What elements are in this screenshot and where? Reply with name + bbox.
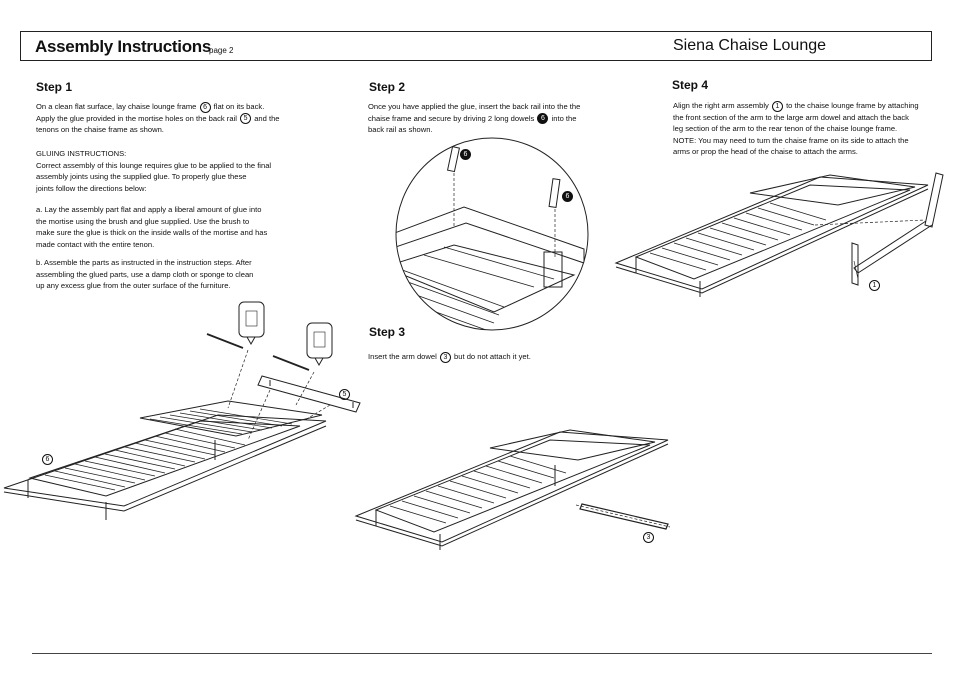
gluing-title: GLUING INSTRUCTIONS: [36, 149, 127, 158]
footer-divider [32, 653, 932, 654]
long-dowel [446, 146, 461, 173]
part-number-badge: 1 [869, 280, 880, 291]
step2-line: chaise frame and secure by driving 2 lon… [368, 113, 535, 123]
step4-line: NOTE: You may need to turn the chaise fr… [673, 135, 909, 145]
gluing-line: assembly joints using the supplied glue.… [36, 172, 247, 181]
header-bar: Assembly Instructions page 2 Siena Chais… [20, 31, 932, 61]
page-number: page 2 [209, 46, 234, 55]
gluing-line: make sure the glue is thick on the insid… [36, 228, 268, 237]
step4-line: the front section of the arm to the larg… [673, 112, 909, 122]
arm-assembly [924, 172, 944, 228]
step3-heading: Step 3 [369, 325, 406, 339]
step3-illustration [354, 429, 671, 550]
glue-brush-icon [206, 333, 244, 349]
part-number-badge: 3 [643, 532, 654, 543]
gluing-step-b: b. Assemble the parts as instructed in t… [36, 257, 326, 292]
gluing-line: made contact with the entire tenon. [36, 239, 155, 249]
step2-illustration [395, 137, 589, 331]
step4-text: Align the right arm assembly 1 to the ch… [673, 100, 943, 158]
part-number-badge: 6 [537, 113, 549, 124]
step4-illustration [614, 172, 944, 297]
step4-line: arms or prop the head of the chaise to a… [673, 147, 858, 156]
step4-heading: Step 4 [672, 78, 709, 92]
part-number-badge: 6 [562, 191, 573, 202]
chaise-frame [614, 176, 929, 290]
step2-line: back rail as shown. [368, 125, 433, 134]
gluing-instructions: GLUING INSTRUCTIONS: Correct assembly of… [36, 148, 326, 194]
part-number-badge: 5 [339, 389, 350, 400]
part-number-badge: 3 [439, 351, 451, 363]
step4-line: Align the right arm assembly [673, 101, 769, 110]
step2-line: into the [551, 113, 577, 123]
step2-line: Once you have applied the glue, insert t… [368, 102, 581, 111]
step1-illustration [3, 301, 361, 520]
glue-bottle-icon [306, 322, 333, 359]
step3-line: Insert the arm dowel [368, 352, 437, 361]
arm-dowel [579, 503, 669, 530]
part-number-badge: 6 [42, 454, 53, 465]
part-number-badge: 6 [460, 149, 471, 160]
gluing-line: assembling the glued parts, use a damp c… [36, 269, 254, 279]
product-name: Siena Chaise Lounge [673, 37, 827, 54]
step1-line: tenons on the chaise frame as shown. [36, 125, 164, 134]
step2-heading: Step 2 [369, 80, 406, 94]
step4-line: to the chaise lounge frame by attaching [786, 101, 919, 110]
step1-line: Apply the glue provided in the mortise h… [36, 113, 237, 123]
step2-text: Once you have applied the glue, insert t… [368, 101, 608, 136]
gluing-line: Correct assembly of this lounge requires… [36, 160, 272, 170]
part-number-badge: 1 [771, 100, 783, 112]
part-number-badge: 6 [199, 101, 211, 113]
gluing-line: up any excess glue from the outer surfac… [36, 281, 231, 290]
step1-line: On a clean flat surface, lay chaise loun… [36, 102, 197, 111]
gluing-step-a: a. Lay the assembly part flat and apply … [36, 204, 326, 250]
gluing-line: the mortise using the brush and glue sup… [36, 216, 250, 226]
step3-line: but do not attach it yet. [454, 352, 531, 361]
glue-bottle-icon [238, 301, 265, 338]
step3-text: Insert the arm dowel 3 but do not attach… [368, 351, 608, 363]
gluing-line: joints follow the directions below: [36, 183, 147, 193]
part-number-badge: 5 [240, 113, 252, 124]
back-rail [257, 375, 361, 413]
step1-line: flat on its back. [213, 102, 265, 111]
chaise-frame [354, 431, 669, 543]
gluing-line: b. Assemble the parts as instructed in t… [36, 258, 252, 267]
step1-heading: Step 1 [36, 80, 73, 94]
long-dowel [548, 178, 561, 208]
step4-line: leg section of the arm to the rear tenon… [673, 124, 898, 133]
document-title: Assembly Instructions [35, 37, 212, 56]
step1-line: and the [254, 113, 280, 123]
step1-text: On a clean flat surface, lay chaise loun… [36, 101, 326, 136]
glue-brush-icon [272, 355, 310, 371]
gluing-line: a. Lay the assembly part flat and apply … [36, 205, 262, 214]
